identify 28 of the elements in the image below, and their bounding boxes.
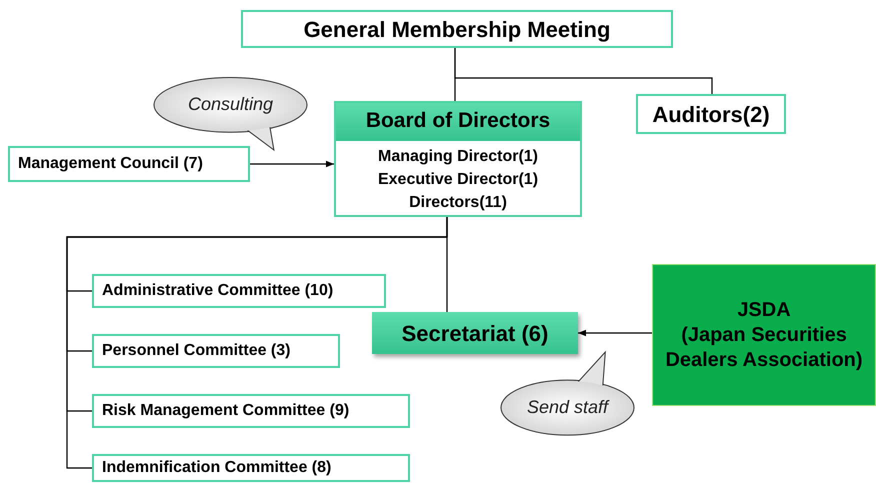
- box-text: Secretariat (6): [402, 320, 548, 348]
- box-text: JSDA: [736, 298, 792, 322]
- bubble-text: Send staff: [526, 396, 608, 420]
- box-text: Auditors(2): [652, 100, 770, 129]
- box-text: Management Council (7): [18, 154, 203, 174]
- org-box: [92, 274, 386, 308]
- connector-line: [454, 48, 713, 94]
- box-text: Personnel Committee (3): [102, 341, 290, 361]
- arrow: [250, 160, 334, 168]
- org-box: [92, 334, 340, 368]
- box-heading: Board of Directors: [336, 103, 580, 141]
- box-text: Managing Director(1) Executive Director(1) Directors(11): [376, 147, 540, 213]
- box-text: (Japan Securities Dealers Association): [664, 322, 864, 372]
- org-box: [636, 94, 786, 134]
- box-text: Risk Management Committee (9): [102, 401, 350, 421]
- box-text: General Membership Meeting: [304, 16, 610, 44]
- org-box: [8, 146, 250, 182]
- bubble-text: Consulting: [188, 93, 274, 116]
- org-box: [652, 264, 876, 406]
- org-box: [92, 394, 410, 428]
- org-box: [334, 101, 582, 217]
- box-text: Indemnification Committee (8): [102, 458, 332, 478]
- connector-line: [66, 217, 448, 469]
- org-box: [372, 312, 578, 354]
- arrow: [578, 330, 652, 336]
- org-box: [241, 10, 673, 48]
- box-text: Administrative Committee (10): [102, 281, 334, 301]
- org-box: [92, 454, 410, 482]
